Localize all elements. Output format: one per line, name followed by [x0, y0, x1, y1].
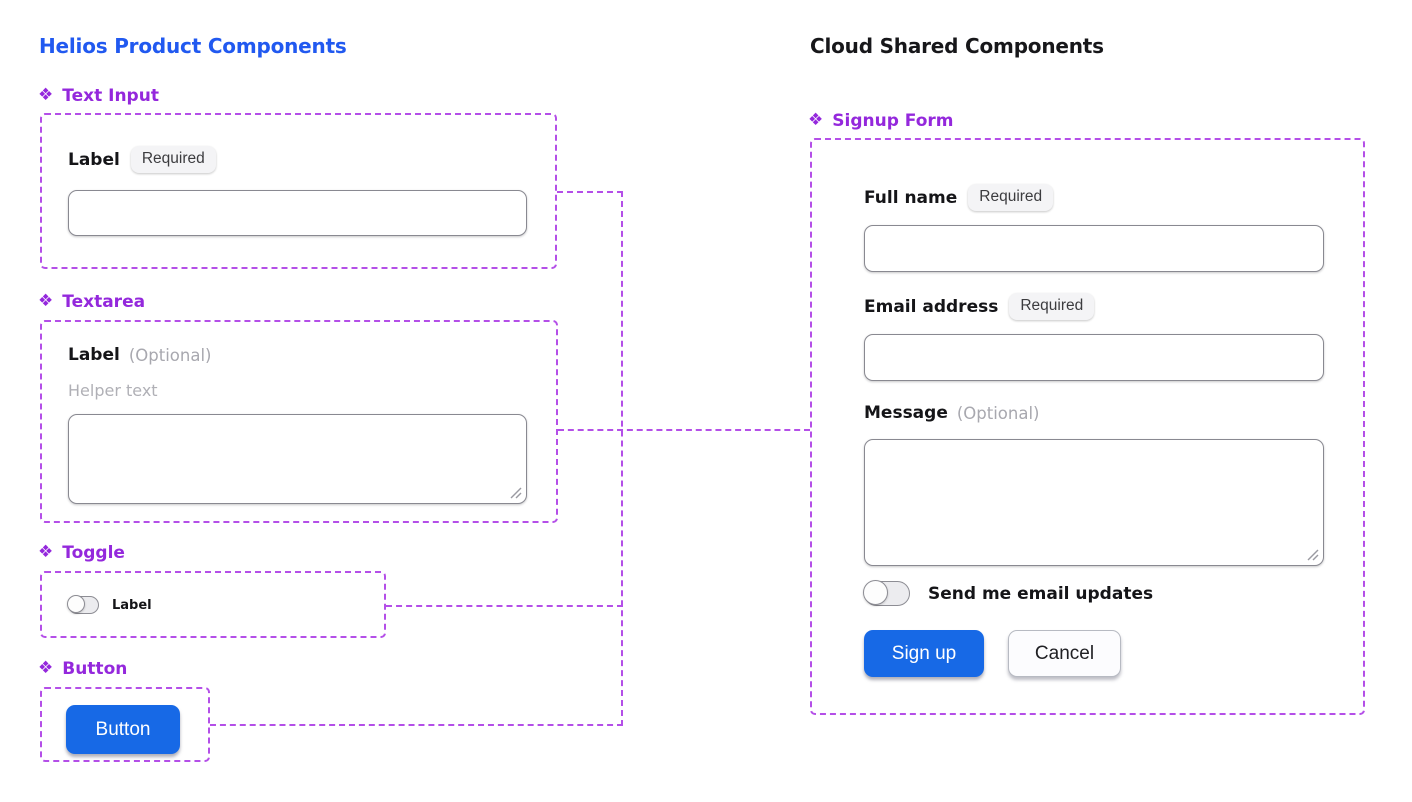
cancel-button[interactable]: Cancel — [1008, 630, 1121, 677]
signup-form-outline: Full name Required Email address Require… — [810, 138, 1365, 715]
message-label-row: Message (Optional) — [864, 403, 1040, 423]
connector-textarea-to-signup — [558, 429, 810, 431]
text-input-label-row: Label Required — [68, 146, 216, 173]
text-input-label: Label — [68, 149, 120, 170]
sample-button[interactable]: Button — [66, 705, 180, 754]
section-heading-text: Signup Form — [832, 111, 954, 131]
required-badge: Required — [968, 184, 1054, 211]
textarea-label: Label — [68, 345, 120, 365]
required-badge: Required — [130, 146, 216, 173]
full-name-label-row: Full name Required — [864, 184, 1054, 211]
section-heading-text: Toggle — [62, 543, 125, 563]
component-diamond-icon: ❖ — [808, 109, 824, 130]
message-label: Message — [864, 403, 948, 423]
connector-button-branch — [210, 724, 623, 726]
component-diamond-icon: ❖ — [38, 290, 54, 311]
email-updates-toggle-row: Send me email updates — [863, 580, 1154, 606]
section-heading-text: Button — [62, 659, 128, 679]
component-diamond-icon: ❖ — [38, 84, 54, 105]
connector-trunk-line — [621, 191, 623, 726]
text-input-field[interactable] — [68, 190, 527, 236]
toggle-label: Label — [112, 597, 152, 613]
text-input-component-outline: Label Required — [40, 113, 557, 269]
toggle-knob[interactable] — [67, 595, 86, 614]
toggle-switch[interactable] — [67, 595, 99, 614]
helios-title: Helios Product Components — [39, 34, 347, 58]
optional-tag: (Optional) — [128, 345, 212, 365]
message-textarea-wrapper — [864, 439, 1324, 566]
toggle-component-outline: Label — [40, 571, 386, 638]
textarea-field[interactable] — [68, 414, 527, 504]
connector-toggle-branch — [386, 605, 623, 607]
full-name-input[interactable] — [864, 225, 1324, 272]
cloud-title: Cloud Shared Components — [810, 34, 1104, 58]
section-heading-button: ❖ Button — [38, 659, 127, 679]
component-diamond-icon: ❖ — [38, 541, 54, 562]
email-updates-toggle-switch[interactable] — [863, 580, 910, 606]
resize-handle-icon[interactable] — [509, 486, 522, 499]
optional-tag: (Optional) — [956, 403, 1040, 423]
textarea-wrapper — [68, 414, 527, 504]
section-heading-toggle: ❖ Toggle — [38, 543, 125, 563]
message-textarea[interactable] — [864, 439, 1324, 566]
component-diamond-icon: ❖ — [38, 657, 54, 678]
email-input[interactable] — [864, 334, 1324, 381]
textarea-label-row: Label (Optional) — [68, 345, 211, 365]
section-heading-textarea: ❖ Textarea — [38, 292, 145, 312]
button-component-outline: Button — [40, 687, 210, 762]
toggle-row: Label — [67, 595, 152, 614]
connector-text-input-branch — [557, 191, 623, 193]
email-label: Email address — [864, 296, 999, 317]
section-heading-text: Text Input — [62, 86, 159, 106]
required-badge: Required — [1009, 293, 1095, 320]
email-label-row: Email address Required — [864, 293, 1095, 320]
section-heading-text: Textarea — [62, 292, 146, 312]
resize-handle-icon[interactable] — [1306, 548, 1319, 561]
textarea-helper-text: Helper text — [68, 381, 158, 400]
toggle-knob[interactable] — [863, 580, 889, 606]
sign-up-button[interactable]: Sign up — [864, 630, 984, 677]
email-updates-toggle-label: Send me email updates — [928, 583, 1154, 604]
full-name-label: Full name — [864, 187, 958, 208]
section-heading-text-input: ❖ Text Input — [38, 86, 159, 106]
section-heading-signup-form: ❖ Signup Form — [808, 111, 953, 131]
textarea-component-outline: Label (Optional) Helper text — [40, 320, 558, 523]
